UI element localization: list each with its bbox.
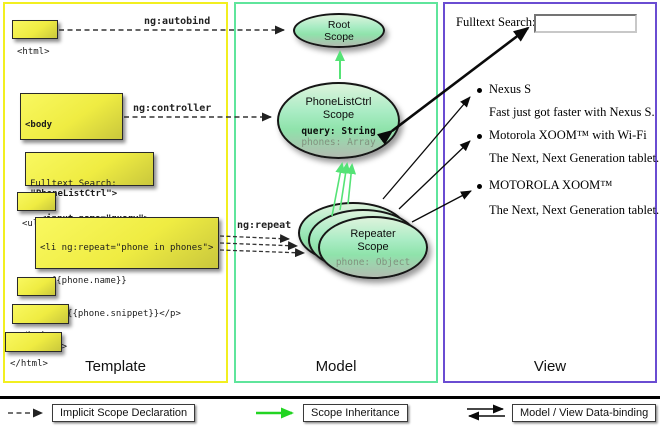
code-text: {{phone.name}} <box>40 276 127 286</box>
code-text: Fulltext Search: <box>30 179 117 189</box>
phone-snippet: The Next, Next Generation tablet. <box>489 151 660 165</box>
phone-title: Motorola XOOM™ with Wi-Fi <box>489 128 647 142</box>
ng-repeat-label: ng:repeat <box>237 220 292 231</box>
phone-snippet: The Next, Next Generation tablet. <box>489 203 660 217</box>
ng-autobind-label: ng:autobind <box>144 16 211 27</box>
code-text: </li> <box>40 342 214 353</box>
root-scope-ellipse: Root Scope <box>293 13 385 48</box>
scope-name: Scope <box>324 30 354 43</box>
code-text: <p>{{phone.snippet}}</p> <box>40 309 181 319</box>
phone-snippet: Fast just got faster with Nexus S. <box>489 105 655 119</box>
html-open-tag-box: <html> <box>12 20 58 57</box>
legend-implicit-scope-declaration: Implicit Scope Declaration <box>52 404 196 422</box>
scope-name: Repeater <box>350 228 396 240</box>
code-text: <li ng:repeat="phone in phones"> <box>40 243 214 253</box>
model-column: Model <box>234 2 438 383</box>
scope-name: PhoneListCtrl <box>305 96 372 108</box>
code-text: "PhoneListCtrl"> <box>25 189 118 199</box>
ng-controller-label: ng:controller <box>133 103 212 114</box>
scope-name: Root <box>327 19 351 31</box>
scope-property: query: String <box>301 126 376 137</box>
code-text: <body <box>25 120 53 130</box>
view-column-label: View <box>533 358 567 375</box>
scope-property: phone: Object <box>335 257 411 268</box>
bullet-icon <box>477 134 482 139</box>
fulltext-search-input[interactable] <box>534 14 637 33</box>
html-close-tag-box: </html> <box>5 332 62 369</box>
fulltext-search-label: Fulltext Search: <box>456 15 536 29</box>
li-repeat-code-box: <li ng:repeat="phone in phones"> {{phone… <box>35 217 219 352</box>
repeater-scope-ellipse: Repeater Scope phone: Object <box>318 216 428 279</box>
ul-open-tag-box: <ul> <box>17 192 56 229</box>
scope-name: Scope <box>322 108 355 121</box>
code-text: </html> <box>10 359 48 369</box>
phone-title: Nexus S <box>489 82 532 96</box>
body-open-tag-box: <body ng:controller= "PhoneListCtrl"> <box>20 93 123 199</box>
code-text: <html> <box>17 47 50 57</box>
bullet-icon <box>477 184 482 189</box>
model-column-label: Model <box>315 358 357 375</box>
legend-scope-inheritance: Scope Inheritance <box>303 404 408 422</box>
bullet-icon <box>477 88 482 93</box>
ul-close-tag-box: <ul> <box>17 277 56 314</box>
template-column-label: Template <box>85 358 146 375</box>
body-close-tag-box: </body> <box>12 304 69 341</box>
fulltext-input-code-box: Fulltext Search: <input name="query"> <box>25 152 154 224</box>
legend-separator <box>0 396 660 399</box>
code-text: <ul> <box>22 219 44 229</box>
scope-property: phones: Array <box>301 137 376 148</box>
scope-name: Scope <box>357 240 389 253</box>
legend-model-view-databinding: Model / View Data-binding <box>512 404 657 422</box>
phonelistctrl-scope-ellipse: PhoneListCtrl Scope query: String phones… <box>277 82 400 159</box>
phone-title: MOTOROLA XOOM™ <box>489 178 613 192</box>
